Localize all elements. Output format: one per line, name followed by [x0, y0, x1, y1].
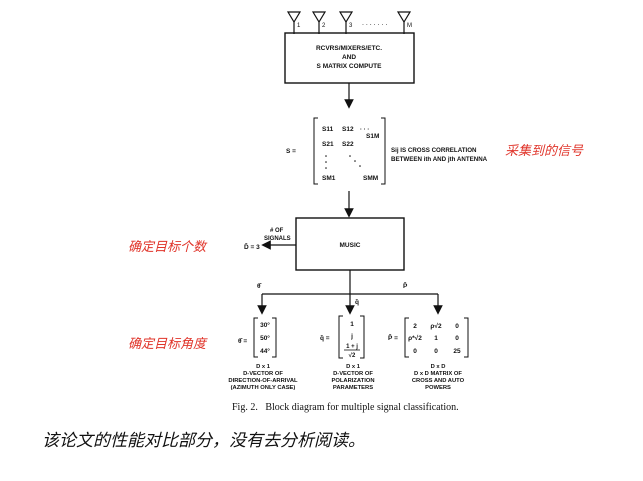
theta-desc-1: D x 1 — [256, 364, 271, 370]
p-r3c2: 0 — [434, 348, 438, 355]
q-desc-2: D-VECTOR OF — [333, 371, 373, 377]
handwritten-note: 该论文的性能对比部分，没有去分析阅读。 — [42, 431, 365, 451]
p-desc-4: POWERS — [425, 385, 451, 391]
theta-desc-3: DIRECTION-OF-ARRIVAL — [228, 378, 298, 384]
s-matrix-dots — [325, 155, 361, 169]
num-signals-line2: SIGNALS — [264, 236, 291, 242]
p-r3c3: 25 — [453, 348, 461, 355]
q-value-4: √2 — [349, 352, 356, 359]
antenna-label-1: 1 — [297, 23, 301, 29]
p-r1c2: ρ√2 — [430, 322, 442, 330]
antenna-m-icon — [396, 11, 412, 34]
p-desc-3: CROSS AND AUTO — [412, 378, 465, 384]
p-r2c3: 0 — [455, 335, 459, 342]
annotation-collected-signal: 采集到的信号 — [505, 144, 584, 159]
antenna-label-2: 2 — [322, 23, 326, 29]
s-matrix-right-bracket — [381, 117, 386, 185]
theta-value-1: 30° — [260, 321, 270, 329]
p-r1c1: 2 — [413, 323, 417, 330]
p-matrix-lhs: P̂ = — [388, 333, 398, 342]
s-matrix-left-bracket — [313, 117, 318, 185]
antenna-1-icon — [286, 11, 302, 34]
s-matrix-lhs: S = — [286, 148, 296, 155]
theta-desc-4: (AZIMUTH ONLY CASE) — [231, 385, 296, 391]
num-signals-value: D̂ = 3 — [244, 242, 260, 251]
s12: S12 — [342, 126, 354, 133]
s-matrix-desc-line1: Sij IS CROSS CORRELATION — [391, 147, 477, 154]
antenna-3-icon — [338, 11, 354, 34]
p-r3c1: 0 — [413, 348, 417, 355]
antenna-dots: . . . . . . . — [362, 20, 387, 27]
s11: S11 — [322, 126, 334, 133]
smm: SMM — [363, 175, 378, 182]
rcvrs-block-line2: AND — [342, 54, 356, 61]
p-r1c3: 0 — [455, 323, 459, 330]
q-value-2: j — [350, 333, 353, 340]
rcvrs-block-line3: S MATRIX COMPUTE — [317, 63, 383, 70]
p-desc-2: D x D MATRIX OF — [414, 371, 462, 377]
q-left-bracket — [338, 315, 343, 359]
s-dots: · · · — [360, 127, 369, 133]
p-right-bracket — [464, 317, 469, 358]
p-left-bracket — [404, 317, 409, 358]
annotation-target-count: 确定目标个数 — [128, 239, 208, 255]
q-value-1: 1 — [350, 321, 354, 328]
theta-vector-lhs: θ̂ = — [238, 337, 247, 345]
s22: S22 — [342, 141, 354, 148]
theta-value-3: 44° — [260, 347, 270, 355]
q-value-3: 1 + j — [346, 344, 358, 350]
num-signals-line1: # OF — [270, 228, 284, 234]
theta-right-bracket — [272, 317, 277, 358]
music-block-label: MUSIC — [340, 242, 361, 249]
q-right-bracket — [360, 315, 365, 359]
s-matrix-desc-line2: BETWEEN ith AND jth ANTENNA — [391, 156, 488, 163]
theta-left-bracket — [253, 317, 258, 358]
p-hat-label: P̂ — [403, 281, 408, 290]
theta-value-2: 50° — [260, 334, 270, 342]
q-desc-4: PARAMETERS — [333, 385, 373, 391]
theta-desc-2: D-VECTOR OF — [243, 371, 283, 377]
sm1: SM1 — [322, 175, 336, 182]
s21: S21 — [322, 141, 334, 148]
antenna-2-icon — [311, 11, 327, 34]
antenna-label-m: M — [407, 23, 412, 29]
annotation-target-angle: 确定目标角度 — [128, 336, 208, 352]
antenna-label-3: 3 — [349, 23, 353, 29]
antenna-array — [286, 11, 412, 34]
q-hat-label: q̂ — [355, 298, 359, 306]
q-desc-3: POLARIZATION — [331, 378, 374, 384]
p-r2c2: 1 — [434, 335, 438, 342]
rcvrs-block-line1: RCVRS/MIXERS/ETC. — [316, 45, 382, 52]
output-branches — [262, 270, 438, 295]
p-desc-1: D x D — [431, 364, 446, 370]
p-r2c1: ρ*√2 — [408, 334, 422, 342]
q-desc-1: D x 1 — [346, 364, 361, 370]
s1m: S1M — [366, 133, 379, 140]
theta-hat-label: θ̂ — [257, 282, 263, 290]
figure-caption: Fig. 2. Block diagram for multiple signa… — [232, 402, 459, 413]
q-vector-lhs: q̂ = — [320, 334, 330, 342]
